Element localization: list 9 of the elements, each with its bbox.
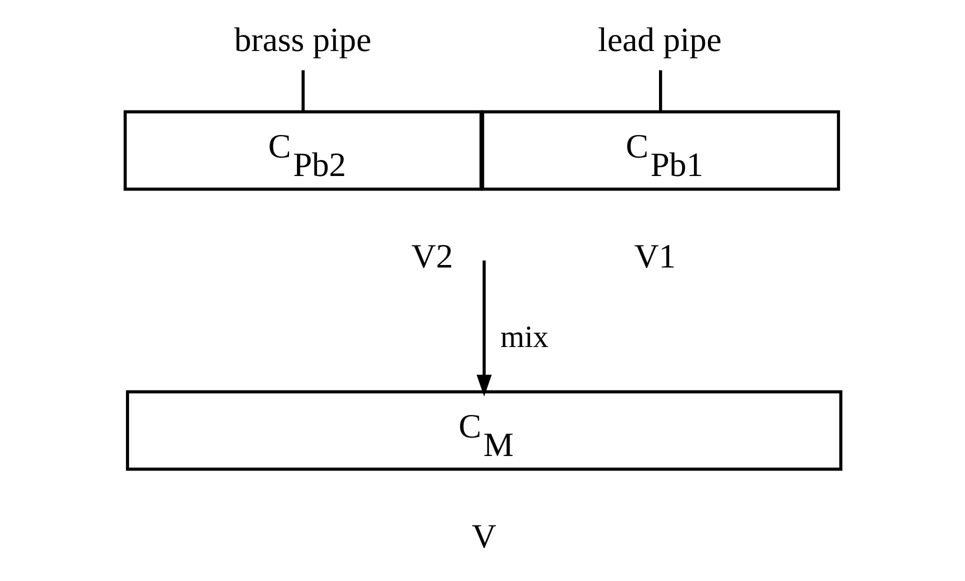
connector: [301, 70, 304, 112]
arrow: [476, 260, 492, 396]
node-text: brass pipe: [234, 22, 371, 59]
label: V1: [634, 238, 676, 276]
node-text: lead pipe: [597, 22, 722, 59]
label: V: [471, 518, 496, 556]
label: V2: [410, 238, 453, 276]
edge-label: mix: [500, 318, 548, 354]
connector: [658, 70, 662, 112]
